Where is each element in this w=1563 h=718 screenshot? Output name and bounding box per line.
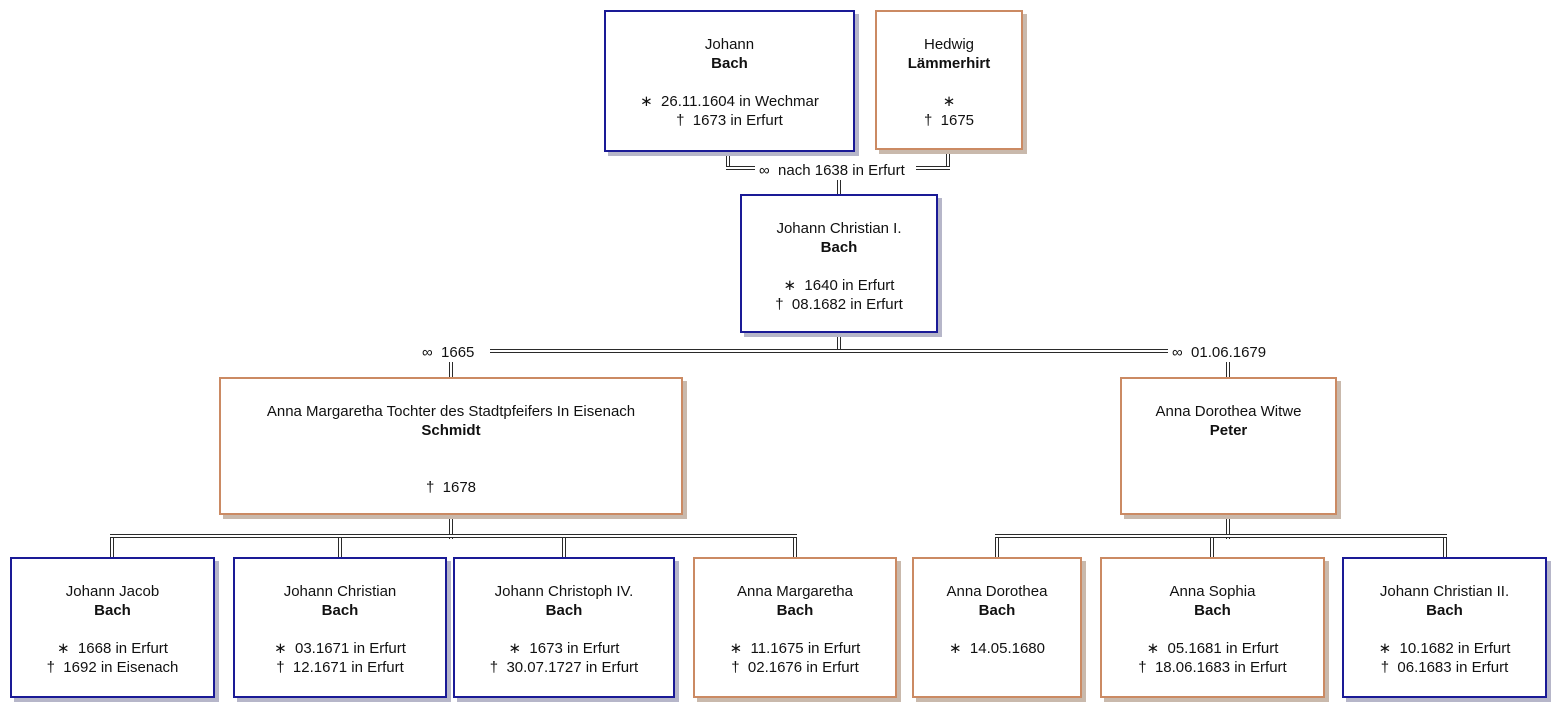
surname: Bach — [711, 55, 748, 72]
person-box-johann-christian-ii-bach[interactable]: Johann Christian II. Bach ∗ 10.1682 in E… — [1342, 557, 1547, 698]
surname: Bach — [776, 602, 814, 619]
surname: Bach — [978, 602, 1016, 619]
connector-drop-johann-christoph — [562, 537, 566, 557]
death-line — [914, 658, 1080, 677]
surname: Bach — [1426, 602, 1463, 619]
birth-line: ∗ — [942, 93, 956, 110]
surname: Bach — [545, 602, 583, 619]
spacer — [1122, 440, 1335, 459]
spacer — [695, 620, 895, 639]
person-box-hedwig-laemmerhirt[interactable]: Hedwig Lämmerhirt ∗ † 1675 — [875, 10, 1023, 150]
spacer — [914, 620, 1080, 639]
given-name: Anna Margaretha — [737, 583, 853, 600]
connector-schmidt-down — [449, 515, 453, 539]
surname: Bach — [1194, 602, 1231, 619]
spacer — [606, 73, 853, 92]
person-box-johann-jacob-bach[interactable]: Johann Jacob Bach ∗ 1668 in Erfurt † 169… — [10, 557, 215, 698]
connector-m3-spouse-down — [1226, 362, 1230, 377]
surname: Lämmerhirt — [907, 55, 991, 72]
spacer — [221, 440, 681, 459]
connector-m2-spouse-down — [449, 362, 453, 377]
given-name: Johann Christian I. — [776, 220, 902, 237]
marriage-label-1679: ∞ 01.06.1679 — [1168, 343, 1271, 362]
connector-drop-johann-jacob — [110, 537, 114, 557]
given-name: Johann Christian — [283, 583, 397, 600]
death-line: † 02.1676 in Erfurt — [731, 659, 859, 676]
birth-line — [221, 459, 681, 478]
birth-line: ∗ 1668 in Erfurt — [57, 640, 168, 657]
birth-line: ∗ 14.05.1680 — [949, 640, 1045, 657]
spacer — [877, 73, 1021, 92]
given-name: Anna Margaretha Tochter des Stadtpfeifer… — [266, 403, 636, 420]
spacer — [12, 620, 213, 639]
given-name: Johann — [704, 36, 755, 53]
birth-line: ∗ 1673 in Erfurt — [508, 640, 620, 657]
spacer — [1344, 620, 1545, 639]
connector-drop-anna-margaretha — [793, 537, 797, 557]
birth-line: ∗ 26.11.1604 in Wechmar — [640, 93, 819, 110]
connector-drop-johann-christian-ii — [1443, 537, 1447, 557]
connector-m2-m3-bus — [490, 349, 1168, 353]
connector-jc1-down — [837, 333, 841, 353]
birth-line — [1122, 459, 1335, 478]
person-box-anna-dorothea-peter[interactable]: Anna Dorothea Witwe Peter — [1120, 377, 1337, 515]
person-box-anna-margaretha-schmidt[interactable]: Anna Margaretha Tochter des Stadtpfeifer… — [219, 377, 683, 515]
surname: Bach — [321, 602, 359, 619]
person-box-johann-bach[interactable]: Johann Bach ∗ 26.11.1604 in Wechmar † 16… — [604, 10, 855, 152]
person-box-anna-margaretha-bach[interactable]: Anna Margaretha Bach ∗ 11.1675 in Erfurt… — [693, 557, 897, 698]
death-line: † 1673 in Erfurt — [676, 112, 783, 129]
death-line: † 08.1682 in Erfurt — [775, 296, 903, 313]
marriage-label-1665: ∞ 1665 — [418, 343, 479, 362]
given-name: Hedwig — [923, 36, 975, 53]
connector-drop-anna-sophia — [1210, 537, 1214, 557]
death-line: † 1692 in Eisenach — [46, 659, 179, 676]
connector-m1-left — [726, 166, 760, 170]
given-name: Johann Jacob — [65, 583, 160, 600]
surname: Bach — [820, 239, 858, 256]
connector-children-bus-left — [110, 534, 797, 538]
death-line: † 12.1671 in Erfurt — [276, 659, 404, 676]
birth-line: ∗ 03.1671 in Erfurt — [274, 640, 406, 657]
person-box-anna-sophia-bach[interactable]: Anna Sophia Bach ∗ 05.1681 in Erfurt † 1… — [1100, 557, 1325, 698]
death-line: † 30.07.1727 in Erfurt — [489, 659, 639, 676]
spacer — [235, 620, 445, 639]
birth-line: ∗ 11.1675 in Erfurt — [729, 640, 861, 657]
death-line: † 1678 — [425, 479, 477, 496]
person-box-johann-christoph-iv-bach[interactable]: Johann Christoph IV. Bach ∗ 1673 in Erfu… — [453, 557, 675, 698]
surname: Schmidt — [421, 422, 481, 439]
connector-hedwig-down — [946, 148, 950, 170]
given-name: Anna Dorothea Witwe — [1155, 403, 1302, 420]
given-name: Johann Christoph IV. — [494, 583, 634, 600]
given-name: Johann Christian II. — [1379, 583, 1510, 600]
birth-line: ∗ 10.1682 in Erfurt — [1378, 640, 1511, 657]
given-name: Anna Sophia — [1169, 583, 1256, 600]
surname: Bach — [94, 602, 131, 619]
connector-drop-anna-dorothea — [995, 537, 999, 557]
surname: Peter — [1209, 422, 1248, 439]
connector-johann-down — [726, 150, 730, 170]
marriage-label-1638: ∞ nach 1638 in Erfurt — [755, 161, 909, 180]
connector-m1-child-down — [837, 180, 841, 194]
death-line: † 06.1683 in Erfurt — [1380, 659, 1509, 676]
connector-drop-johann-christian — [338, 537, 342, 557]
death-line: † 18.06.1683 in Erfurt — [1138, 659, 1287, 676]
spacer — [742, 257, 936, 276]
birth-line: ∗ 05.1681 in Erfurt — [1146, 640, 1279, 657]
spacer — [1102, 620, 1323, 639]
person-box-anna-dorothea-bach[interactable]: Anna Dorothea Bach ∗ 14.05.1680 — [912, 557, 1082, 698]
connector-peter-down — [1226, 515, 1230, 539]
death-line: † 1675 — [923, 112, 975, 129]
spacer — [455, 620, 673, 639]
connector-children-bus-right — [995, 534, 1447, 538]
connector-m1-right — [916, 166, 950, 170]
person-box-johann-christian-bach[interactable]: Johann Christian Bach ∗ 03.1671 in Erfur… — [233, 557, 447, 698]
person-box-johann-christian-i-bach[interactable]: Johann Christian I. Bach ∗ 1640 in Erfur… — [740, 194, 938, 333]
death-line — [1122, 478, 1335, 497]
birth-line: ∗ 1640 in Erfurt — [783, 277, 895, 294]
given-name: Anna Dorothea — [946, 583, 1048, 600]
